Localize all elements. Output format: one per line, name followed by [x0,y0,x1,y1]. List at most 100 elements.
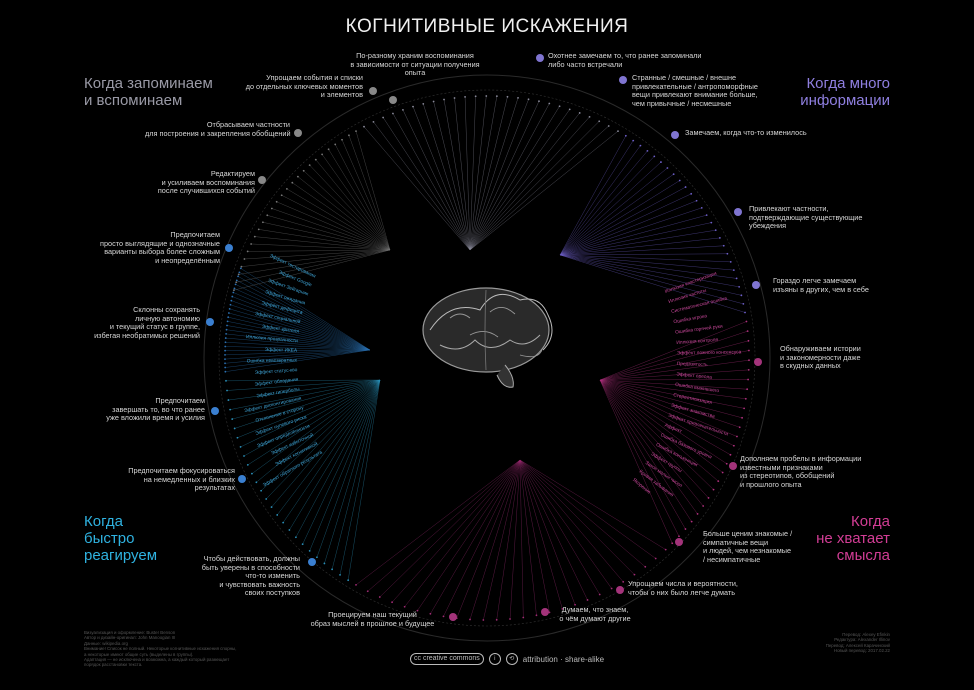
fan-line [559,174,674,256]
annotation-a4: Редактируем и усиливаем воспоминания пос… [157,169,255,196]
fan-line [226,325,371,351]
fan-line [281,195,391,251]
fan-dot [224,349,227,352]
fan-line [469,121,600,251]
fan-dot [738,426,741,429]
fan-dot [288,529,291,531]
fan-line [295,379,381,538]
fan-line [234,288,371,351]
annotation-dot-a12 [616,586,624,594]
bias-label: Предвзятость [677,361,708,368]
fan-dot [227,316,230,319]
fan-line [367,459,521,592]
fan-line [289,379,381,531]
fan-dot [372,120,375,123]
fan-line [233,249,391,291]
fan-line [469,109,570,251]
annotation-dot-a5 [225,244,233,252]
annotation-a11: Думаем, что знаем, о чём думают другие [559,605,631,623]
fan-dot [538,100,540,103]
fan-dot [743,407,746,410]
fan-line [302,379,381,545]
fan-dot [464,96,466,98]
fan-dot [742,302,745,305]
fan-dot [250,243,253,245]
fan-dot [660,161,662,163]
fan-line [519,459,666,550]
fan-dot [736,435,738,438]
fan-dot [302,169,305,172]
fan-line [599,360,750,381]
bias-label: Ошибка базового уровня [659,432,712,460]
fan-line [417,459,521,611]
fan-line [267,215,391,251]
fan-dot [240,265,243,268]
fan-dot [347,579,350,582]
fan-dot [301,543,304,546]
fan-line [236,280,371,351]
fan-line [469,101,540,251]
fan-line [469,112,580,251]
fan-line [559,230,716,256]
fan-line [559,254,740,288]
fan-line [230,304,371,351]
fan-line [423,103,471,251]
fan-line [382,117,471,251]
fan-dot [690,520,693,523]
fan-line [224,349,371,360]
fan-line [254,236,391,251]
fan-line [599,379,692,522]
bias-label: Эффект статус-кво [255,367,298,376]
fan-line [243,379,381,457]
fan-line [469,96,476,251]
fan-dot [696,513,699,515]
fan-line [519,459,612,589]
fan-line [225,346,371,351]
fan-dot [482,619,485,621]
fan-line [363,126,471,251]
fan-line [599,379,714,490]
fan-dot [469,618,471,621]
fan-line [559,135,626,256]
fan-line [599,379,748,390]
fan-line [519,459,550,613]
fan-dot [622,580,625,583]
fan-dot [748,359,750,362]
fan-dot [261,221,264,224]
fan-dot [224,345,227,348]
fan-line [599,379,704,507]
fan-line [391,459,521,603]
fan-dot [741,416,743,419]
fan-line [225,342,371,351]
fan-dot [432,100,435,103]
fan-line [247,249,391,252]
fan-dot [296,175,299,178]
fan-dot [224,362,226,365]
fan-dot [747,368,750,371]
fan-line [443,99,471,251]
fan-dot [610,587,613,590]
fan-dot [225,379,227,382]
fan-line [328,149,391,251]
annotation-a15: Обнаруживаем истории и закономерности да… [780,344,861,371]
fan-line [469,116,590,251]
fan-dot [270,506,273,508]
fan-dot [578,112,581,114]
fan-dot [747,339,750,342]
fan-line [464,96,471,251]
fan-dot [624,134,627,137]
fan-dot [403,605,406,608]
fan-line [559,140,634,256]
fan-dot [633,573,636,576]
fan-dot [366,590,369,593]
fan-line [469,97,519,251]
fan-line [599,379,738,437]
fan-dot [243,258,246,260]
fan-line [496,459,521,620]
annotation-dot-a4 [258,176,266,184]
fan-line [599,379,686,530]
annotation-a8: Предпочитаем фокусироваться на немедленн… [128,466,235,493]
fan-dot [251,472,253,475]
fan-dot [392,112,394,115]
